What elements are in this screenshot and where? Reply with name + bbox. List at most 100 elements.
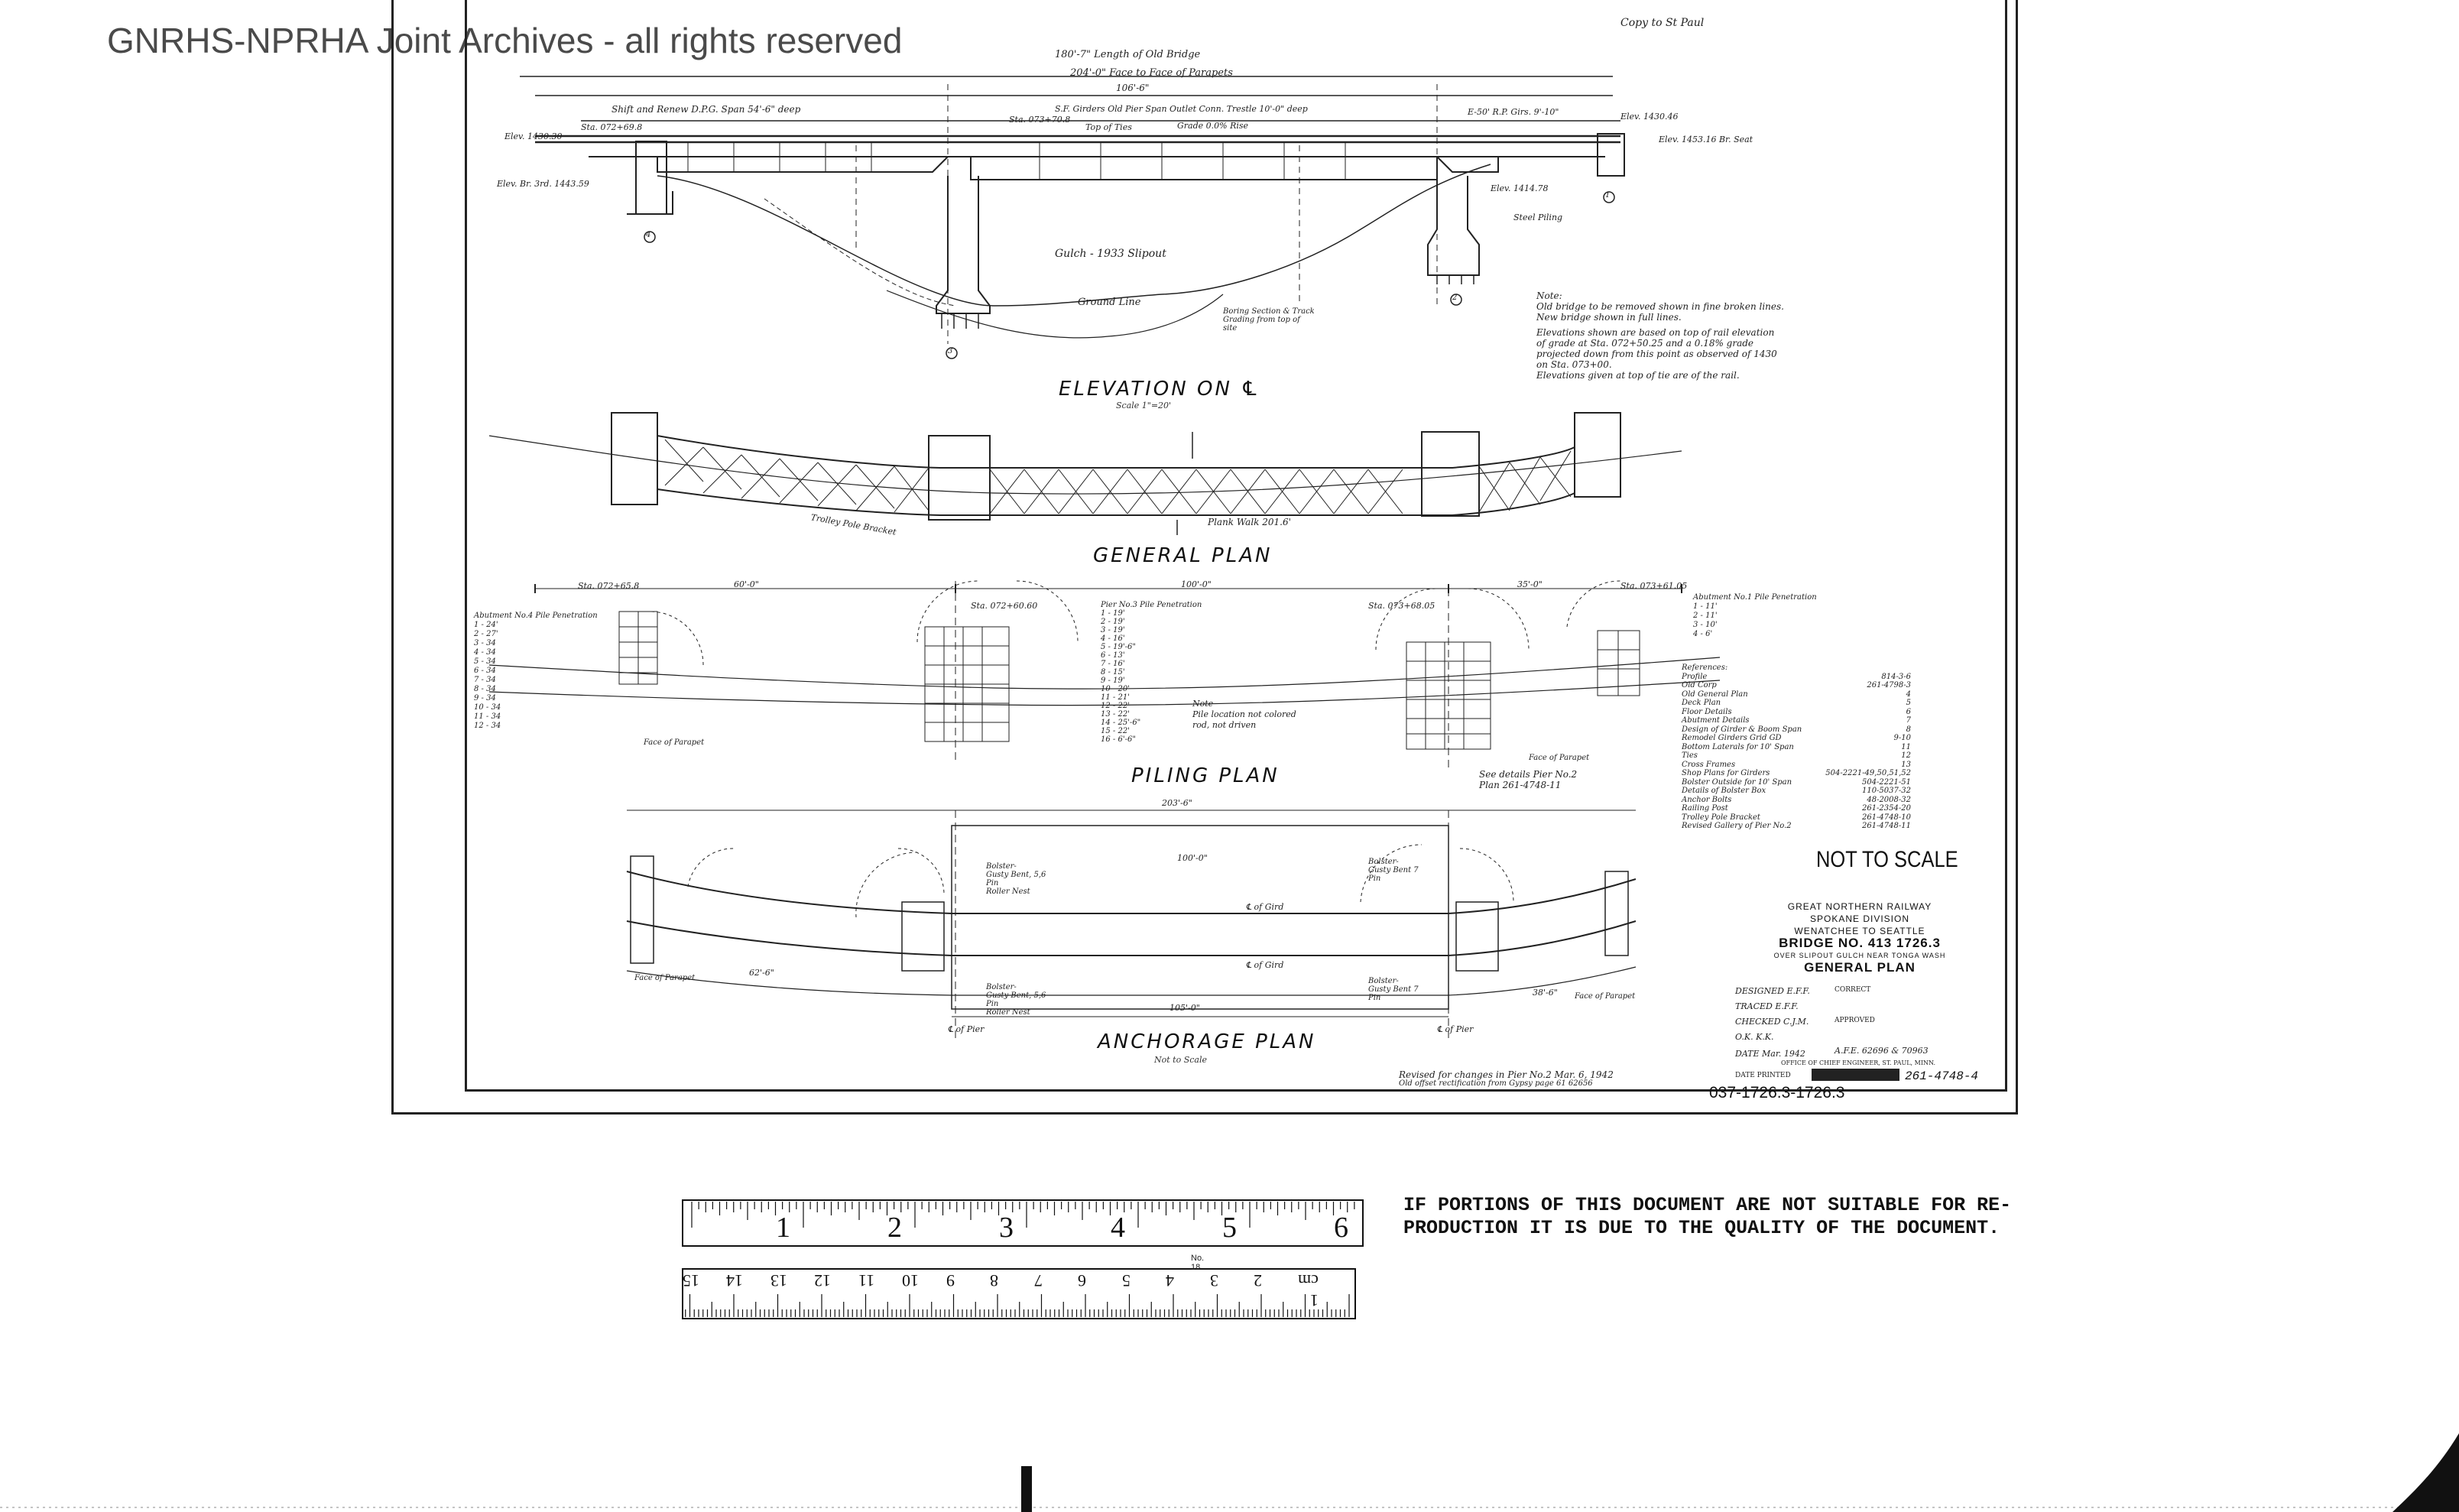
reference-name: Details of Bolster Box <box>1682 787 1766 795</box>
elev-right: Elev. 1430.46 <box>1620 112 1679 122</box>
bolster-right-bottom: Bolster- Gusty Bent 7 Pin <box>1368 977 1419 1002</box>
reference-number: 6 <box>1906 707 1911 716</box>
cm-label: 5 <box>1121 1271 1131 1290</box>
station-mid: Sta. 073+70.8 <box>1009 115 1071 125</box>
bolster-left-bottom: Bolster- Gusty Bent, 5,6 Pin Roller Nest <box>986 983 1046 1017</box>
marker-4: 4 <box>646 231 651 239</box>
table-row: 12 - 22' <box>1101 702 1130 710</box>
disclaimer-line: PRODUCTION IT IS DUE TO THE QUALITY OF T… <box>1403 1217 2000 1239</box>
cm-label: 6 <box>1078 1271 1086 1290</box>
table-title: Pier No.3 Pile Penetration <box>1101 601 1202 609</box>
reference-number: 504-2221-51 <box>1861 777 1911 787</box>
note-line: on Sta. 073+00. <box>1536 359 1612 370</box>
plank-walk: Plank Walk 201.6' <box>1208 517 1291 527</box>
cl-pier-left: ℄ of Pier <box>948 1024 985 1034</box>
reproduction-disclaimer: IF PORTIONS OF THIS DOCUMENT ARE NOT SUI… <box>1403 1194 2011 1240</box>
drawing-number: 261-4748-4 <box>1905 1069 1979 1083</box>
piling-sta-left: Sta. 072+65.8 <box>578 581 640 591</box>
anchorage-plan-title: ANCHORAGE PLAN <box>1098 1030 1316 1053</box>
mid-span-note: S.F. Girders Old Pier Span Outlet Conn. … <box>1055 104 1308 114</box>
station-left: Sta. 072+69.8 <box>581 122 643 132</box>
division-name: SPOKANE DIVISION <box>1809 913 1910 924</box>
table-row: 12 - 34 <box>474 722 501 730</box>
steel-piling: Steel Piling <box>1513 213 1563 222</box>
face-of-parapet-right: Face of Parapet <box>1529 754 1590 762</box>
inch-label: 3 <box>999 1212 1014 1244</box>
cm-label: 9 <box>946 1271 955 1290</box>
see-details-note: See details Pier No.2 Plan 261-4748-11 <box>1479 769 1578 790</box>
table-title: Abutment No.1 Pile Penetration <box>1693 593 1817 602</box>
inch-label: 4 <box>1111 1212 1125 1244</box>
piling-plan-title: PILING PLAN <box>1131 764 1280 787</box>
reference-number: 8 <box>1906 725 1911 734</box>
table-row: 8 - 15' <box>1101 668 1125 677</box>
reference-name: Profile <box>1682 672 1708 681</box>
note-line: Elevations shown are based on top of rai… <box>1536 327 1775 338</box>
elev-pier: Elev. 1414.78 <box>1491 183 1549 193</box>
right-span-note: E-50' R.P. Girs. 9'-10" <box>1468 107 1559 117</box>
reference-number: 110-5037-32 <box>1861 787 1911 795</box>
reference-number: 48-2008-32 <box>1867 795 1911 804</box>
table-row: 10 - 34 <box>474 703 501 712</box>
cm-label: 1 cm <box>1297 1271 1319 1310</box>
table-row: 6 - 13' <box>1101 651 1125 660</box>
face-to-face-dim: 204'-0" Face to Face of Parapets <box>1070 67 1233 79</box>
table-row: 2 - 27' <box>474 630 498 638</box>
cl-gird-2: ℄ of Gird <box>1246 960 1284 970</box>
anch-dim-inner: 100'-0" <box>1177 853 1208 863</box>
correct-label: CORRECT <box>1835 986 1871 994</box>
reference-name: Bottom Laterals for 10' Span <box>1682 742 1794 751</box>
table-row: 9 - 34 <box>474 694 496 702</box>
traced-by: TRACED E.F.F. <box>1735 1001 1799 1011</box>
drawing-date: DATE Mar. 1942 <box>1735 1049 1805 1059</box>
grade: Grade 0.0% Rise <box>1177 121 1249 131</box>
cm-label: 10 <box>902 1271 919 1290</box>
table-row: 3 - 34 <box>474 639 496 647</box>
table-row: 8 - 34 <box>474 685 496 693</box>
reference-name: Shop Plans for Girders <box>1682 769 1770 777</box>
anch-face-right: Face of Parapet <box>1575 992 1636 1001</box>
table-row: 2 - 19' <box>1101 618 1125 626</box>
table-row: 7 - 34 <box>474 676 496 684</box>
ruler-model-no: No. 18 <box>1191 1254 1205 1272</box>
rock-note: Boring Section & Track Grading from top … <box>1223 307 1315 333</box>
bridge-number: BRIDGE NO. 413 1726.3 <box>1779 936 1941 950</box>
cm-label: 4 <box>1166 1271 1174 1290</box>
revision-note: Revised for changes in Pier No.2 Mar. 6,… <box>1399 1070 1614 1089</box>
anch-face-left: Face of Parapet <box>634 974 696 982</box>
cm-label: 14 <box>726 1271 743 1290</box>
elevation-scale: Scale 1"=20' <box>1116 401 1172 410</box>
ground-line-label: Ground Line <box>1078 297 1141 308</box>
note-line: projected down from this point as observ… <box>1536 349 1777 359</box>
line-name: WENATCHEE TO SEATTLE <box>1794 926 1925 936</box>
table-row: 13 - 22' <box>1101 710 1130 719</box>
cm-label: 8 <box>990 1271 998 1290</box>
reference-name: Remodel Girders Grid GD <box>1682 734 1782 742</box>
marker-2: 2 <box>1452 294 1458 302</box>
cm-label: 15 <box>682 1271 699 1290</box>
reference-number: 9-10 <box>1893 734 1911 742</box>
table-row: 5 - 34 <box>474 657 496 666</box>
reference-number: 261-4748-10 <box>1861 813 1911 822</box>
references-title: References: <box>1682 664 1728 672</box>
cl-gird: ℄ of Gird <box>1246 902 1284 912</box>
table-row: 2 - 11' <box>1693 612 1718 620</box>
reference-number: 261-2354-20 <box>1861 804 1911 813</box>
piling-dim-left: 60'-0" <box>734 579 759 589</box>
pier-3-table: Pier No.3 Pile Penetration 1 - 19' 2 - 1… <box>1101 601 1202 744</box>
reference-name: Bolster Outside for 10' Span <box>1682 777 1792 787</box>
designed-by: DESIGNED E.F.F. <box>1735 986 1810 996</box>
table-row: 15 - 22' <box>1101 727 1130 735</box>
table-row: 1 - 11' <box>1693 602 1718 611</box>
cm-label: 2 <box>1254 1271 1262 1290</box>
abutment-4-table: Abutment No.4 Pile Penetration 1 - 24' 2… <box>474 612 598 731</box>
